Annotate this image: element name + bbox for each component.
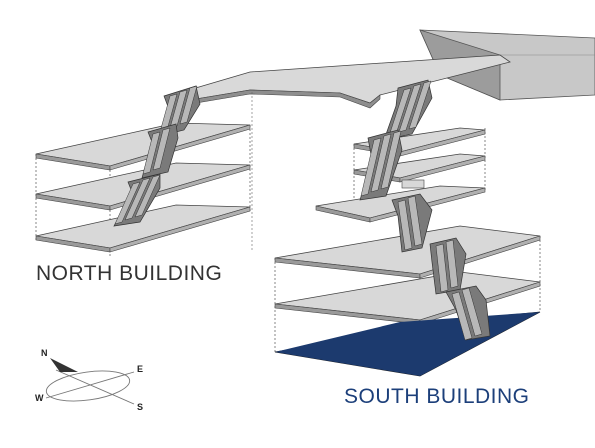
north-floor-3 [35,122,251,171]
south-floor-1-highlighted [274,311,541,377]
compass-north-label: N [41,348,48,358]
north-escalator-mid [141,123,179,179]
south-escalator-bridge [383,79,433,141]
south-building-label: SOUTH BUILDING [344,385,530,408]
north-building-label: NORTH BUILDING [36,262,223,285]
compass-west-label: W [35,393,44,403]
compass [45,358,135,405]
north-escalator-top [159,85,201,137]
skybridge-corridor [171,29,595,250]
compass-south-label: S [137,402,144,412]
north-pointer-icon [50,358,78,372]
north-escalator-low [113,173,161,227]
compass-east-label: E [137,364,144,374]
south-escalator-mid [391,193,433,253]
south-escalator-upper [359,129,403,201]
north-floor-1 [35,204,251,253]
south-escalator-lower [429,237,467,295]
south-building [274,127,541,377]
south-escalator-bottom [445,285,491,341]
